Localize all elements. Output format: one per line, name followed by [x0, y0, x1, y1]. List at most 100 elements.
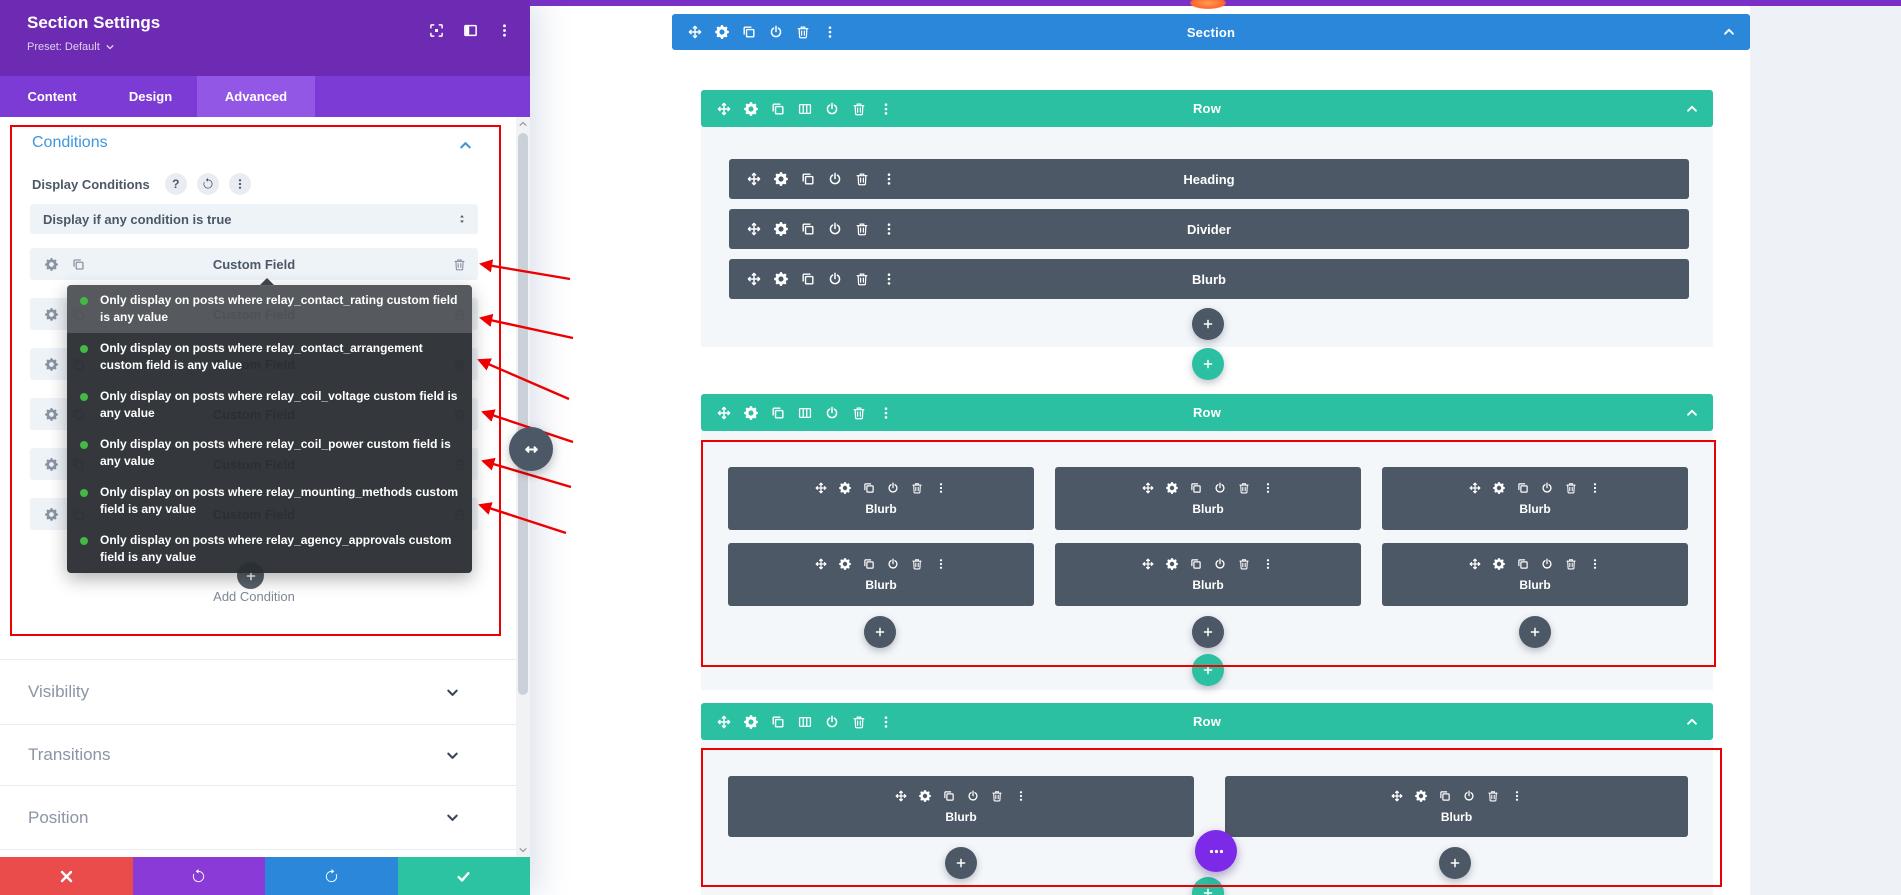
row-1-toolbar-bar[interactable]: Row	[701, 90, 1713, 127]
trash-icon[interactable]	[1238, 558, 1250, 570]
duplicate-icon[interactable]	[1517, 558, 1529, 570]
blurb-tile[interactable]: Blurb	[1382, 467, 1688, 530]
blurb-tile[interactable]: Blurb	[1055, 543, 1361, 606]
kebab-icon[interactable]	[1511, 790, 1523, 802]
move-icon[interactable]	[717, 715, 731, 729]
gear-icon[interactable]	[1493, 481, 1505, 494]
gear-icon[interactable]	[744, 405, 758, 420]
module-bar-heading[interactable]: Heading	[729, 159, 1689, 199]
power-icon[interactable]	[1214, 481, 1226, 494]
add-row-button-2[interactable]	[1192, 654, 1224, 686]
gear-icon[interactable]	[839, 557, 851, 570]
gear-icon[interactable]	[1166, 557, 1178, 570]
columns-icon[interactable]	[798, 102, 812, 116]
trash-icon[interactable]	[1565, 482, 1577, 494]
gear-icon[interactable]	[45, 307, 58, 321]
undo-button[interactable]	[132, 857, 265, 895]
power-icon[interactable]	[825, 102, 839, 116]
trash-icon[interactable]	[796, 25, 810, 39]
move-icon[interactable]	[1142, 558, 1154, 570]
power-icon[interactable]	[825, 715, 839, 729]
duplicate-icon[interactable]	[801, 272, 815, 286]
move-icon[interactable]	[895, 790, 907, 802]
kebab-icon[interactable]	[1589, 482, 1601, 494]
blurb-tile[interactable]: Blurb	[1055, 467, 1361, 530]
trash-icon[interactable]	[1487, 790, 1499, 802]
power-icon[interactable]	[1541, 481, 1553, 494]
move-icon[interactable]	[1469, 558, 1481, 570]
scrollbar-up-chevron-icon[interactable]	[518, 119, 528, 129]
trash-icon[interactable]	[1238, 482, 1250, 494]
split-icon[interactable]	[463, 23, 478, 38]
add-row-button-1[interactable]	[1192, 348, 1224, 380]
duplicate-icon[interactable]	[801, 172, 815, 186]
modal-scrollbar[interactable]	[516, 117, 530, 857]
trash-icon[interactable]	[852, 406, 866, 420]
columns-icon[interactable]	[798, 715, 812, 729]
trash-icon[interactable]	[991, 790, 1003, 802]
gear-icon[interactable]	[1166, 481, 1178, 494]
help-button[interactable]: ?	[164, 173, 187, 195]
reset-button[interactable]	[196, 173, 219, 195]
gear-icon[interactable]	[1414, 789, 1427, 802]
gear-icon[interactable]	[744, 714, 758, 729]
add-condition-label[interactable]: Add Condition	[213, 589, 295, 604]
kebab-icon[interactable]	[935, 482, 947, 494]
gear-icon[interactable]	[839, 481, 851, 494]
power-icon[interactable]	[769, 25, 783, 39]
duplicate-icon[interactable]	[1517, 482, 1529, 494]
trash-icon[interactable]	[453, 258, 466, 271]
conditions-collapse-chevron-up-icon[interactable]	[458, 138, 473, 153]
blurb-tile[interactable]: Blurb	[728, 776, 1194, 837]
duplicate-icon[interactable]	[863, 558, 875, 570]
gear-icon[interactable]	[45, 457, 58, 471]
gear-icon[interactable]	[774, 272, 788, 286]
kebab-icon[interactable]	[1262, 482, 1274, 494]
trash-icon[interactable]	[911, 558, 923, 570]
duplicate-icon[interactable]	[1190, 482, 1202, 494]
trash-icon[interactable]	[855, 172, 869, 186]
accordion-transitions[interactable]: Transitions	[0, 724, 516, 785]
blurb-tile[interactable]: Blurb	[1382, 543, 1688, 606]
move-icon[interactable]	[717, 102, 731, 116]
duplicate-icon[interactable]	[771, 715, 785, 729]
gear-icon[interactable]	[45, 507, 58, 521]
gear-icon[interactable]	[774, 222, 788, 236]
kebab-icon[interactable]	[1262, 558, 1274, 570]
row-3-toolbar-bar[interactable]: Row	[701, 703, 1713, 740]
gear-icon[interactable]	[715, 25, 729, 39]
duplicate-icon[interactable]	[801, 222, 815, 236]
trash-icon[interactable]	[855, 272, 869, 286]
accordion-position[interactable]: Position	[0, 785, 516, 850]
kebab-icon[interactable]	[1015, 790, 1027, 802]
kebab-icon[interactable]	[882, 222, 896, 236]
accordion-visibility[interactable]: Visibility	[0, 659, 516, 724]
move-icon[interactable]	[717, 406, 731, 420]
power-icon[interactable]	[825, 406, 839, 420]
tab-advanced[interactable]: Advanced	[197, 76, 315, 117]
move-icon[interactable]	[747, 272, 761, 286]
scrollbar-down-chevron-icon[interactable]	[518, 845, 528, 855]
duplicate-icon[interactable]	[742, 25, 756, 39]
row-options-ellipsis-button[interactable]	[1195, 830, 1237, 872]
kebab-icon[interactable]	[879, 715, 893, 729]
columns-icon[interactable]	[798, 406, 812, 420]
row-1-collapse-chevron-up-icon[interactable]	[1685, 102, 1699, 116]
power-icon[interactable]	[1214, 557, 1226, 570]
condition-logic-dropdown[interactable]: Display if any condition is true	[30, 204, 478, 234]
add-left-column-module-button[interactable]	[945, 847, 977, 879]
power-icon[interactable]	[828, 222, 842, 236]
save-button[interactable]	[397, 857, 530, 895]
row-2-collapse-chevron-up-icon[interactable]	[1685, 406, 1699, 420]
move-icon[interactable]	[815, 558, 827, 570]
discard-button[interactable]	[0, 857, 133, 895]
condition-row[interactable]: Custom Field	[30, 248, 478, 280]
duplicate-icon[interactable]	[943, 790, 955, 802]
power-icon[interactable]	[828, 172, 842, 186]
options-kebab-button[interactable]	[228, 173, 251, 195]
power-icon[interactable]	[887, 481, 899, 494]
duplicate-icon[interactable]	[1190, 558, 1202, 570]
gear-icon[interactable]	[919, 789, 931, 802]
expand-icon[interactable]	[429, 23, 444, 38]
add-column-2-module-button[interactable]	[1192, 616, 1224, 648]
